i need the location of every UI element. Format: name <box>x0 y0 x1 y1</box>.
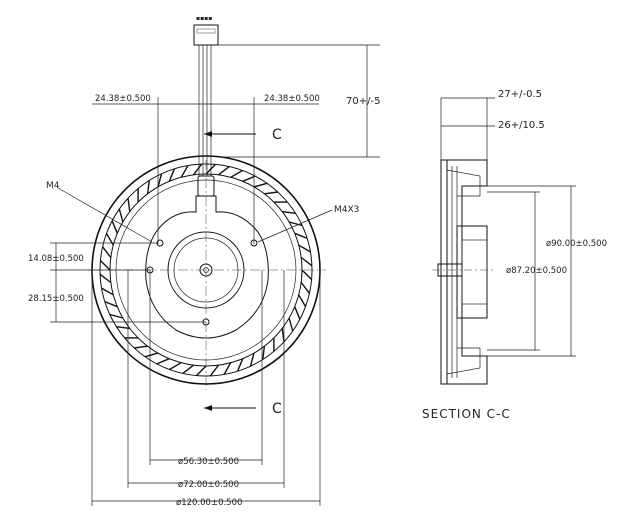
impeller-blade <box>104 300 118 308</box>
impeller-blade <box>118 208 124 223</box>
section-frame <box>440 159 488 385</box>
impeller-blade <box>105 233 114 246</box>
dim-left-offset-lower: 28.15±0.500 <box>28 294 84 304</box>
impeller-blade <box>146 180 150 194</box>
dim-dia-outer: ø120.00±0.500 <box>176 498 242 508</box>
thread-callout-right: M4X3 <box>334 205 359 215</box>
dim-dia-87: ø87.20±0.500 <box>506 266 567 276</box>
impeller-blade <box>209 364 220 377</box>
impeller-blade <box>230 169 243 178</box>
impeller-blade <box>168 168 176 182</box>
impeller-blade <box>264 191 278 195</box>
impeller-blade <box>182 364 194 374</box>
section-view: 27+/-0.5 26+/10.5 ø90.00±0.500 ø87.20±0.… <box>422 89 607 421</box>
impeller-blade <box>300 256 313 267</box>
section-marker-bottom: C <box>272 401 282 417</box>
impeller-blade <box>169 362 182 371</box>
impeller-blade <box>300 282 310 294</box>
impeller-blade <box>101 287 114 296</box>
impeller-blade <box>134 345 148 349</box>
impeller-blade <box>298 294 307 307</box>
hub-plate <box>145 195 269 339</box>
impeller-blade <box>223 362 232 375</box>
impeller-blade <box>111 220 118 234</box>
connector-housing <box>193 24 219 46</box>
impeller-blade <box>157 173 163 188</box>
impeller-blade <box>109 313 124 319</box>
section-title: SECTION C-C <box>422 407 511 421</box>
impeller-blade <box>99 273 112 284</box>
impeller-blade <box>282 210 296 214</box>
impeller-blade <box>102 246 112 258</box>
impeller-blade <box>99 260 111 271</box>
dim-height-total: 27+/-0.5 <box>498 89 542 100</box>
impeller-blade <box>218 166 230 176</box>
impeller-blade <box>262 346 266 360</box>
impeller-blades <box>99 163 313 377</box>
impeller-blade <box>253 182 268 188</box>
impeller-blade <box>242 175 256 182</box>
dim-dia-mid: ø72.00±0.500 <box>178 480 239 490</box>
dim-dia-hub: ø56.30±0.500 <box>178 457 239 467</box>
front-view: ▪▪▪▪ <box>88 15 326 390</box>
impeller-blade <box>156 358 170 365</box>
dim-top-left-offset: 24.38±0.500 <box>95 94 151 104</box>
impeller-blade <box>127 198 131 212</box>
connector-tag: ▪▪▪▪ <box>196 15 212 22</box>
impeller-blade <box>192 163 203 176</box>
impeller-blade <box>288 317 294 332</box>
dim-dia-90: ø90.00±0.500 <box>546 239 607 249</box>
thread-callout-left: M4 <box>46 181 60 191</box>
impeller-blade <box>294 306 301 320</box>
impeller-blade <box>294 232 308 240</box>
impeller-blade <box>301 269 313 280</box>
impeller-blade <box>116 326 130 330</box>
impeller-blade <box>180 165 189 178</box>
dim-top-right-offset: 24.38±0.500 <box>264 94 320 104</box>
dim-height-body: 26+/10.5 <box>498 120 545 131</box>
impeller-blade <box>205 163 216 175</box>
impeller-blade <box>298 244 311 253</box>
dim-left-offset-upper: 14.08±0.500 <box>28 254 84 264</box>
section-marker-top: C <box>272 127 282 143</box>
impeller-blade <box>144 352 159 358</box>
impeller-blade <box>196 365 207 377</box>
impeller-blade <box>249 352 255 367</box>
impeller-blade <box>288 221 303 227</box>
impeller-blade <box>236 358 244 372</box>
front-dimensions: 24.38±0.500 24.38±0.500 70+/-5 C C M4 M4… <box>28 44 380 508</box>
cable-wires <box>198 45 212 176</box>
dim-cable-length: 70+/-5 <box>346 96 380 107</box>
